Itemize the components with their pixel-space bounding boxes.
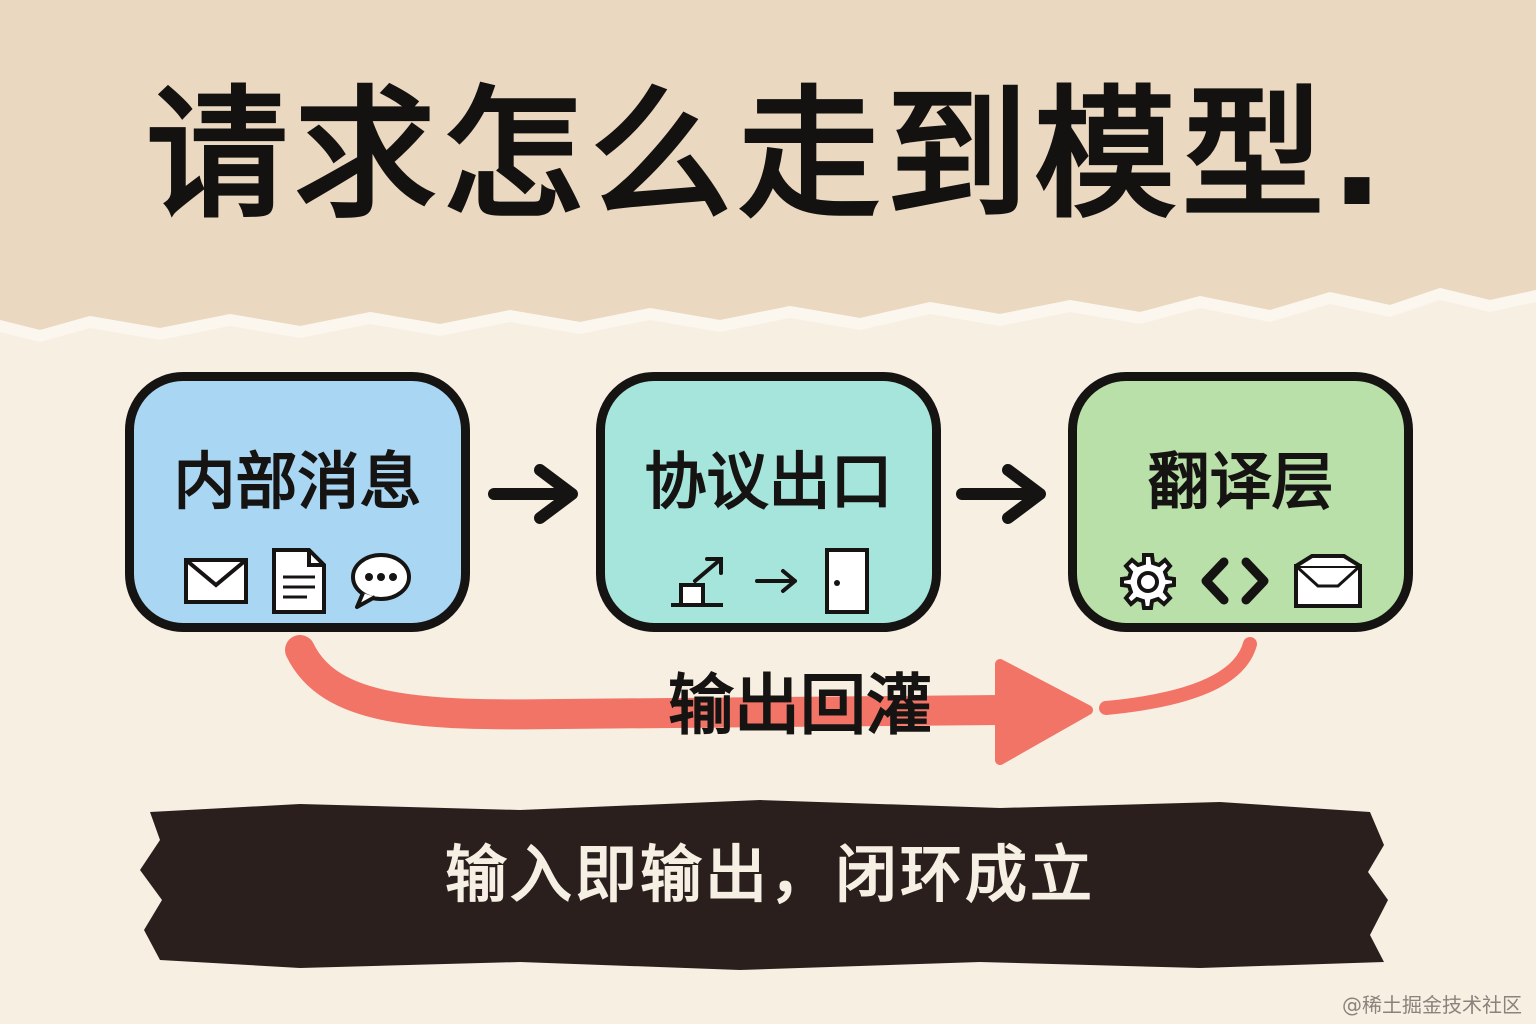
- paper-tear-edge: [0, 288, 1536, 342]
- right-arrow-icon: [754, 569, 797, 593]
- package-icon: [1293, 554, 1362, 608]
- arrow-step-1-to-2: [488, 464, 578, 524]
- outbound-arrow-icon: [670, 557, 723, 607]
- step-label: 内部消息: [173, 445, 422, 518]
- step-label: 翻译层: [1147, 445, 1334, 518]
- step-label: 协议出口: [644, 445, 893, 518]
- step-box-protocol-exit: 协议出口: [596, 372, 941, 632]
- code-brackets-icon: [1201, 557, 1268, 605]
- envelope-icon: [183, 558, 248, 604]
- arrow-step-2-to-3: [956, 464, 1046, 524]
- feedback-label: 输出回灌: [668, 667, 932, 744]
- banner-text: 输入即输出，闭环成立: [444, 838, 1095, 911]
- step-box-internal-message: 内部消息: [125, 372, 470, 632]
- gear-icon: [1119, 553, 1176, 610]
- door-icon: [824, 548, 869, 614]
- banner-brush: [140, 800, 1388, 970]
- paper-header: [0, 0, 1536, 330]
- document-icon: [271, 548, 326, 614]
- step-box-translation-layer: 翻译层: [1068, 372, 1413, 632]
- chat-bubble-icon: [350, 553, 411, 609]
- feedback-arrow: [285, 635, 1257, 765]
- page-title: 请求怎么走到模型.: [146, 73, 1390, 238]
- watermark: @稀土掘金技术社区: [1342, 993, 1522, 1017]
